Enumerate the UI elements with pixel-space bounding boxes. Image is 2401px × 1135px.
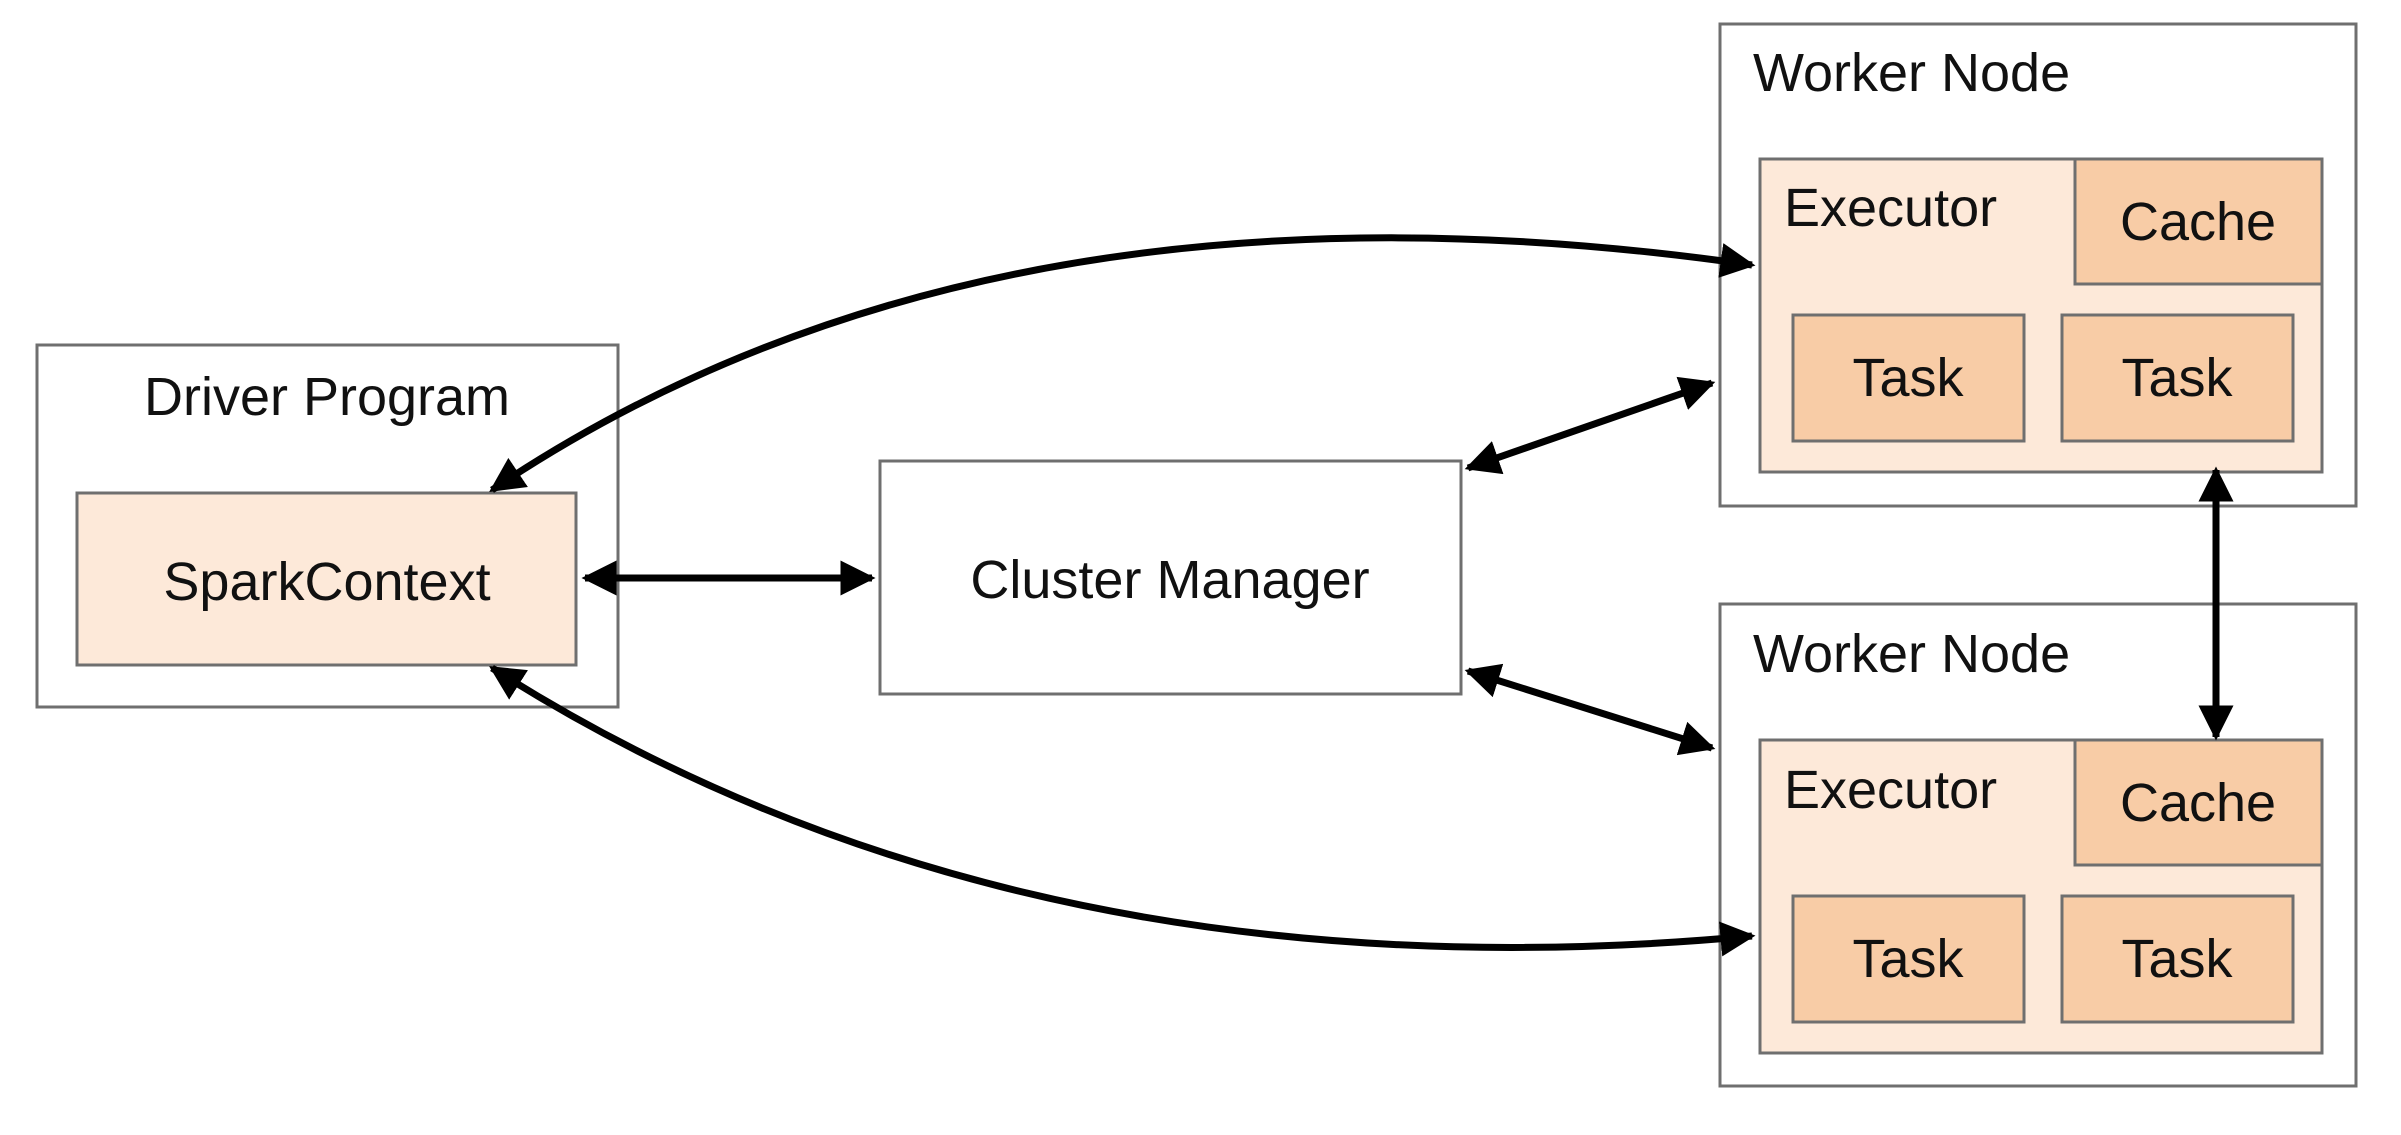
edge-sparkcontext-worker2-executor — [489, 665, 1756, 957]
worker-node-2-task-1-label: Task — [1852, 929, 1964, 989]
cluster-manager-label: Cluster Manager — [970, 550, 1369, 610]
worker-node-1-task-1[interactable]: Task — [1791, 313, 2026, 443]
worker-node-1-task-2-box — [2060, 313, 2295, 443]
edge-cluster-manager-worker1 — [1464, 376, 1716, 475]
worker-node-1-task-1-label: Task — [1852, 348, 1964, 408]
driver-program-node[interactable]: Driver Program SparkContext — [35, 343, 620, 709]
worker-node-2-task-2-label: Task — [2121, 929, 2233, 989]
worker-node-1-title: Worker Node — [1753, 43, 2070, 103]
driver-program-title: Driver Program — [144, 367, 510, 427]
worker-node-2-task-2[interactable]: Task — [2060, 894, 2295, 1024]
worker-node-1-executor-label: Executor — [1784, 178, 1997, 238]
worker-node-1-cache-label: Cache — [2120, 192, 2276, 252]
edge-sparkcontext-worker1-executor — [489, 234, 1756, 493]
worker-node-1-task-2-label: Task — [2121, 348, 2233, 408]
worker-node-1-executor[interactable]: Executor Cache Task Task — [1758, 157, 2324, 474]
edge-cluster-manager-worker2 — [1464, 663, 1716, 756]
worker-node-2[interactable]: Worker Node Executor Cache Task Task — [1718, 602, 2358, 1088]
worker-node-1-task-1-box — [1791, 313, 2026, 443]
worker-node-2-task-2-box — [2060, 894, 2295, 1024]
worker-node-2-cache-box — [2073, 738, 2324, 867]
spark-context-box — [75, 491, 578, 667]
worker-node-2-task-1[interactable]: Task — [1791, 894, 2026, 1024]
worker-node-1-cache-box — [2073, 157, 2324, 286]
worker-node-1[interactable]: Worker Node Executor Cache Task Task — [1718, 22, 2358, 508]
worker-node-2-cache[interactable]: Cache — [2073, 738, 2324, 867]
worker-node-2-title: Worker Node — [1753, 624, 2070, 684]
cluster-manager-node[interactable]: Cluster Manager — [878, 459, 1463, 696]
worker-node-2-task-1-box — [1791, 894, 2026, 1024]
spark-context-label: SparkContext — [163, 552, 490, 612]
worker-node-1-task-2[interactable]: Task — [2060, 313, 2295, 443]
worker-node-2-executor[interactable]: Executor Cache Task Task — [1758, 738, 2324, 1055]
worker-node-2-executor-label: Executor — [1784, 760, 1997, 820]
worker-node-1-cache[interactable]: Cache — [2073, 157, 2324, 286]
spark-context-node[interactable]: SparkContext — [75, 491, 578, 667]
worker-node-2-cache-label: Cache — [2120, 773, 2276, 833]
